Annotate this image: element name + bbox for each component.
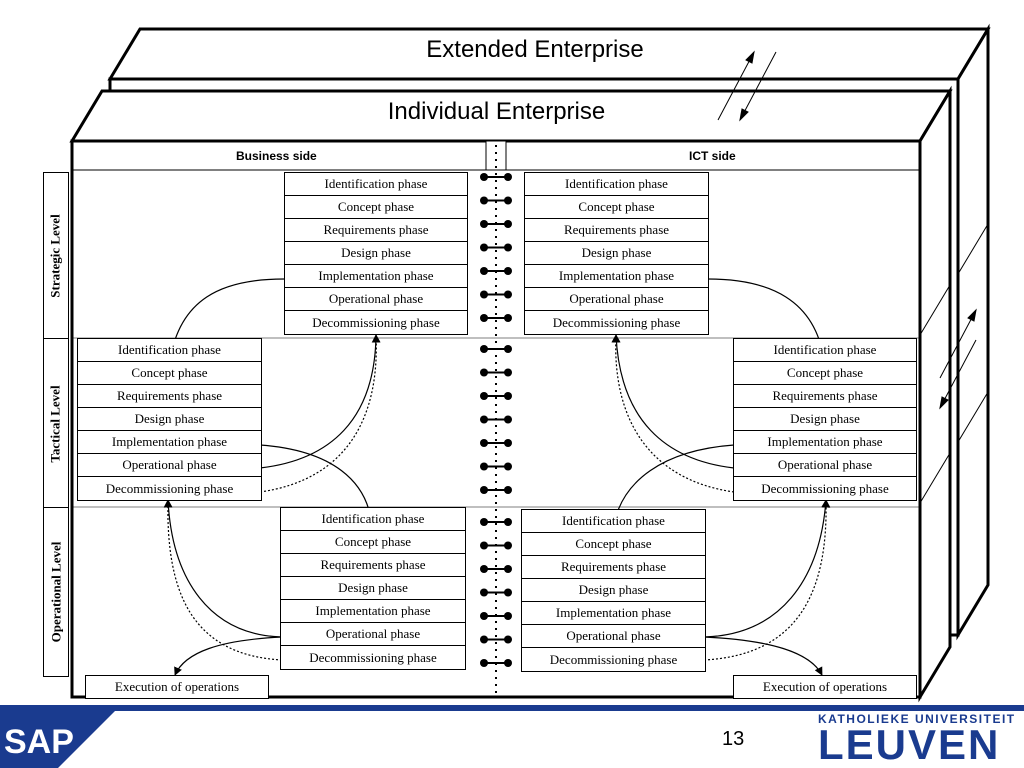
lifecycle-arrows — [163, 278, 831, 676]
phase-row: Identification phase — [78, 339, 261, 362]
tactical-level-text: Tactical Level — [48, 384, 63, 463]
link-connector — [480, 314, 512, 322]
phase-row: Decommissioning phase — [549, 651, 678, 667]
phase-row: Concept phase — [734, 362, 916, 385]
link-connector — [480, 588, 512, 597]
link-connector — [480, 392, 512, 400]
phase-row: Identification phase — [285, 173, 467, 196]
phase-row: Concept phase — [525, 196, 708, 219]
phase-row: Implementation phase — [281, 600, 465, 623]
page-number: 13 — [722, 728, 745, 750]
phase-row: Decommissioning phase — [309, 649, 437, 665]
phase-row: Concept phase — [522, 533, 705, 556]
phase-row: Implementation phase — [734, 431, 916, 454]
phase-row: Decommissioning phase — [105, 480, 234, 496]
enterprise-link-arrows — [717, 50, 977, 410]
strategic-level-text: Strategic Level — [48, 214, 64, 298]
link-connector — [480, 196, 512, 205]
individual-enterprise-side — [918, 85, 952, 703]
svg-text:SAP: SAP — [4, 723, 74, 761]
phase-row: Design phase — [734, 408, 916, 431]
phase-row: Requirements phase — [78, 385, 261, 408]
phase-row: Operational phase — [525, 288, 708, 311]
side-separator — [957, 223, 989, 275]
university-name-line2: LEUVEN — [818, 721, 1001, 768]
phase-row: Concept phase — [281, 531, 465, 554]
extended-enterprise-title: Extended Enterprise — [426, 36, 644, 63]
link-connector — [480, 439, 512, 447]
link-connector — [480, 462, 512, 471]
phase-row: Identification phase — [522, 510, 705, 533]
operational-level-text: Operational Level — [48, 541, 63, 643]
link-connector — [480, 415, 512, 424]
footer-rule — [0, 705, 1024, 711]
phase-row: Operational phase — [281, 623, 465, 646]
business-execution-box: Execution of operations — [85, 675, 269, 699]
phase-row: Concept phase — [285, 196, 467, 219]
link-column-header — [485, 140, 507, 171]
link-connector — [480, 173, 512, 181]
side-separator — [919, 284, 951, 336]
phase-row: Implementation phase — [525, 265, 708, 288]
strategic-level-label: Strategic Level — [43, 172, 69, 340]
ict-side-label: ICT side — [689, 149, 736, 163]
phase-row: Decommissioning phase — [312, 314, 440, 330]
phase-row: Design phase — [525, 242, 708, 265]
ict-execution-box: Execution of operations — [733, 675, 917, 699]
tactical-level-label: Tactical Level — [43, 338, 69, 509]
side-separator — [957, 391, 989, 443]
phase-row: Identification phase — [281, 508, 465, 531]
phase-row: Operational phase — [78, 454, 261, 477]
phase-row: Design phase — [78, 408, 261, 431]
business-side-label: Business side — [236, 149, 317, 163]
phase-row: Implementation phase — [78, 431, 261, 454]
phase-row: Implementation phase — [285, 265, 467, 288]
phase-row: Requirements phase — [525, 219, 708, 242]
phase-row: Decommissioning phase — [552, 314, 681, 330]
link-connector — [480, 635, 512, 644]
footer — [0, 705, 1024, 768]
sap-logo: SAP — [0, 711, 115, 768]
phase-row: Requirements phase — [522, 556, 705, 579]
phase-row: Requirements phase — [281, 554, 465, 577]
phase-row: Design phase — [285, 242, 467, 265]
link-connector — [480, 659, 512, 667]
phase-row: Implementation phase — [522, 602, 705, 625]
link-connector — [480, 612, 512, 620]
phase-row: Identification phase — [734, 339, 916, 362]
link-connector — [480, 243, 512, 252]
phase-row: Operational phase — [285, 288, 467, 311]
link-connector — [480, 290, 512, 299]
phase-row: Design phase — [281, 577, 465, 600]
phase-row: Design phase — [522, 579, 705, 602]
link-connector — [480, 541, 512, 550]
phase-row: Requirements phase — [285, 219, 467, 242]
individual-enterprise-title: Individual Enterprise — [387, 98, 606, 125]
link-connector — [480, 220, 512, 228]
phase-row: Concept phase — [78, 362, 261, 385]
operational-level-label: Operational Level — [43, 507, 69, 677]
side-separator — [919, 452, 951, 504]
link-connector — [480, 486, 512, 494]
link-connector — [480, 565, 512, 573]
phase-row: Operational phase — [522, 625, 705, 648]
phase-row: Decommissioning phase — [761, 480, 889, 496]
phase-row: Operational phase — [734, 454, 916, 477]
link-connector — [480, 518, 512, 526]
link-connector — [480, 267, 512, 275]
phase-row: Identification phase — [525, 173, 708, 196]
phase-row: Requirements phase — [734, 385, 916, 408]
link-connectors — [480, 173, 512, 667]
link-connector — [480, 368, 512, 377]
university-name-line1: KATHOLIEKE UNIVERSITEIT — [818, 712, 1016, 726]
link-connector — [480, 345, 512, 353]
